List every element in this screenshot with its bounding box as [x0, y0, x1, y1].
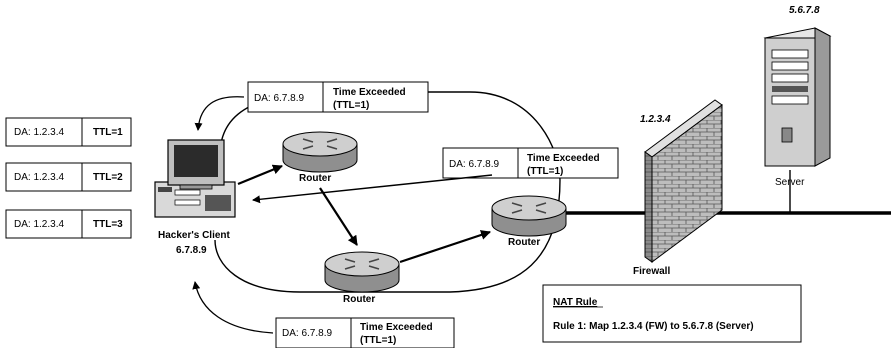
path-arrow: [319, 187, 358, 246]
packet-ttl: TTL=1: [93, 127, 123, 138]
path-arrow: [237, 164, 283, 186]
router-label: Router: [508, 237, 540, 248]
router-icon: [491, 195, 567, 237]
server-ip: 5.6.7.8: [789, 5, 820, 16]
response-line2: (TTL=1): [333, 100, 369, 111]
firewall-icon: [644, 99, 723, 263]
packet-ttl: TTL=3: [93, 219, 123, 230]
response-da: DA: 6.7.8.9: [254, 93, 304, 104]
packet-da: DA: 1.2.3.4: [14, 127, 64, 138]
packet-da: DA: 1.2.3.4: [14, 172, 64, 183]
packet-ttl: TTL=2: [93, 172, 123, 183]
router-icon: [324, 251, 400, 293]
response-box: DA: 6.7.8.9 Time Exceeded (TTL=1): [275, 317, 455, 348]
router-label: Router: [299, 173, 331, 184]
computer-icon: [154, 139, 236, 218]
response-line1: Time Exceeded: [527, 153, 600, 164]
packet-box: DA: 1.2.3.4 TTL=2: [5, 162, 132, 192]
server-icon: [763, 27, 832, 167]
router-icon: [282, 131, 358, 173]
router-label: Router: [343, 294, 375, 305]
response-line2: (TTL=1): [360, 335, 396, 346]
response-line1: Time Exceeded: [360, 322, 433, 333]
response-line2: (TTL=1): [527, 166, 563, 177]
client-ip: 6.7.8.9: [176, 245, 207, 256]
firewall-ip: 1.2.3.4: [640, 114, 671, 125]
response-da: DA: 6.7.8.9: [282, 328, 332, 339]
client-name: Hacker's Client: [158, 230, 231, 241]
nat-rule-text: Rule 1: Map 1.2.3.4 (FW) to 5.6.7.8 (Ser…: [553, 321, 754, 332]
firewall-label: Firewall: [633, 266, 670, 277]
nat-rule-box: NAT Rule Rule 1: Map 1.2.3.4 (FW) to 5.6…: [542, 284, 802, 343]
response-da: DA: 6.7.8.9: [449, 159, 499, 170]
path-arrow: [252, 174, 493, 204]
server-label: Server: [775, 177, 805, 188]
return-arrow: [194, 96, 245, 131]
path-arrow: [399, 230, 491, 264]
packet-box: DA: 1.2.3.4 TTL=3: [5, 209, 132, 239]
response-box: DA: 6.7.8.9 Time Exceeded (TTL=1): [442, 147, 619, 179]
nat-title: NAT Rule: [553, 297, 598, 308]
packet-da: DA: 1.2.3.4: [14, 219, 64, 230]
response-box: DA: 6.7.8.9 Time Exceeded (TTL=1): [247, 81, 429, 113]
response-line1: Time Exceeded: [333, 87, 406, 98]
packet-box: DA: 1.2.3.4 TTL=1: [5, 117, 132, 147]
return-arrow: [192, 281, 274, 334]
